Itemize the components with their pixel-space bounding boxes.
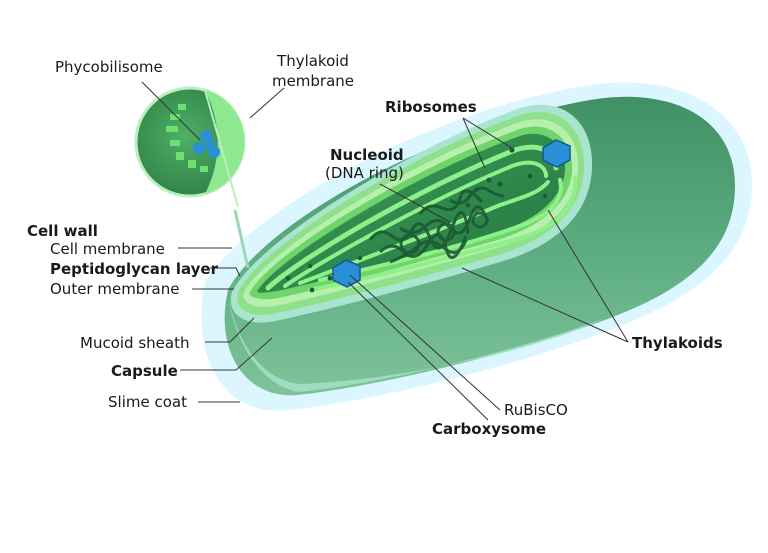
- label-thylakoid-membrane-1: Thylakoid: [277, 52, 349, 70]
- label-outer-membrane: Outer membrane: [50, 280, 180, 298]
- label-carboxysome: Carboxysome: [432, 420, 547, 438]
- label-thylakoid-membrane-2: membrane: [271, 72, 355, 90]
- carboxysome-shapes: [332, 139, 571, 288]
- label-cell-wall: Cell wall: [27, 222, 98, 240]
- label-rubisco: RuBisCO: [504, 401, 568, 419]
- inset-magnification: [134, 86, 250, 269]
- label-cell-membrane: Cell membrane: [50, 240, 165, 258]
- label-slime-coat: Slime coat: [108, 393, 187, 411]
- label-nucleoid: Nucleoid: [330, 146, 404, 164]
- thylakoid-bands: [265, 144, 578, 292]
- label-mucoid-sheath: Mucoid sheath: [80, 334, 190, 352]
- label-peptidoglycan-layer: Peptidoglycan layer: [50, 260, 218, 278]
- label-phycobilisome: Phycobilisome: [55, 58, 163, 76]
- label-capsule: Capsule: [111, 362, 178, 380]
- label-ribosomes: Ribosomes: [385, 98, 477, 116]
- label-dna-ring: (DNA ring): [325, 164, 404, 182]
- nucleoid-dna: [368, 186, 505, 264]
- leader-lines: [141, 81, 629, 421]
- ribosome-dots: [285, 147, 548, 293]
- label-thylakoids: Thylakoids: [632, 334, 723, 352]
